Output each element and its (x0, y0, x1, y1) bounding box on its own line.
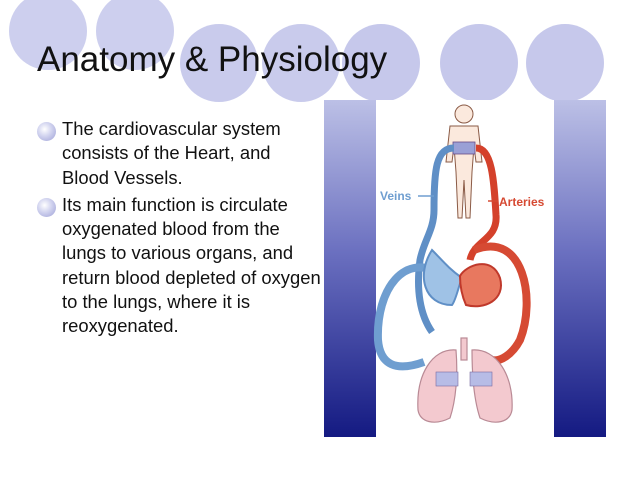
circulatory-diagram-svg: Veins Arteries (324, 100, 606, 437)
slide-title: Anatomy & Physiology (37, 40, 388, 79)
decor-circle-5 (342, 24, 420, 102)
panel-left-bar (324, 100, 376, 437)
bullet-list: The cardiovascular system consists of th… (37, 117, 322, 342)
circle-bullet-icon (37, 197, 56, 217)
decor-circle-4 (262, 24, 340, 102)
lung-capillaries-left (435, 371, 459, 387)
body-capillaries (452, 141, 476, 155)
decor-circle-7 (526, 24, 604, 102)
arteries-label: Arteries (499, 195, 545, 209)
panel-right-bar (554, 100, 606, 437)
bullet-item: The cardiovascular system consists of th… (37, 117, 322, 190)
artery-loop (472, 242, 531, 365)
decor-circle-1 (9, 0, 87, 70)
veins-label: Veins (380, 189, 412, 203)
decor-circle-2 (96, 0, 174, 70)
heart-left-side (458, 263, 502, 308)
decor-circle-3 (180, 24, 258, 102)
vein-vessel (415, 144, 455, 335)
decorative-circles (0, 0, 638, 110)
bullet-text: The cardiovascular system consists of th… (62, 118, 281, 188)
vein-loop (373, 263, 447, 371)
bullet-item: Its main function is circulate oxygenate… (37, 193, 322, 339)
decor-circle-6 (440, 24, 518, 102)
circle-bullet-icon (37, 122, 56, 141)
lung-capillaries-right (469, 371, 493, 387)
heart-right-side (422, 248, 464, 307)
bullet-text: Its main function is circulate oxygenate… (62, 193, 321, 337)
circulatory-diagram: Veins Arteries (324, 100, 606, 437)
